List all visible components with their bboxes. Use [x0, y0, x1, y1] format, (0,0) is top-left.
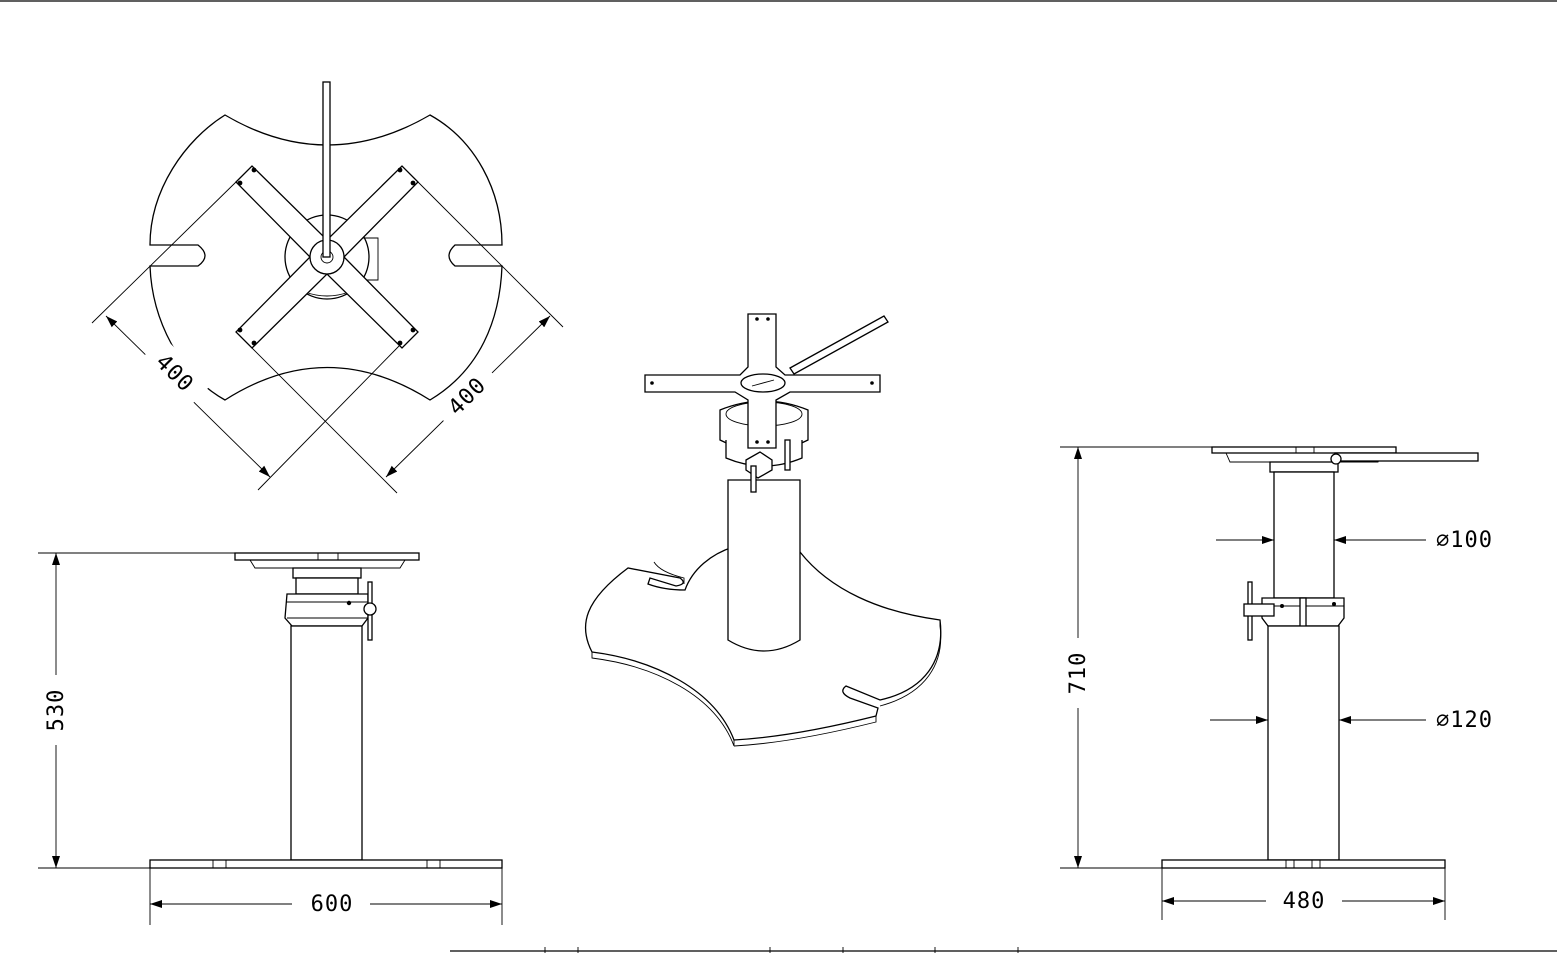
side-view-lever-rod	[1334, 452, 1479, 462]
isometric-view	[584, 313, 942, 747]
dim-label-front-height: 530	[44, 689, 69, 732]
side-view-lower-column	[1267, 625, 1340, 861]
front-view-base	[149, 859, 503, 869]
dim-label-front-base-width: 600	[311, 892, 354, 917]
front-view-top-plate	[234, 552, 420, 561]
iso-column	[727, 479, 801, 652]
side-view-top-plate	[1211, 446, 1397, 454]
dim-label-side-base-width: 480	[1283, 889, 1326, 914]
dim-label-side-lower-diameter: ∅120	[1436, 708, 1493, 733]
dim-label-side-height: 710	[1066, 652, 1091, 695]
side-view-base	[1161, 859, 1446, 869]
front-view-column	[290, 625, 363, 861]
side-view: 710 ∅100 ∅120 480	[1060, 446, 1493, 920]
title-block-edge	[450, 947, 1557, 953]
front-view: 530 600	[38, 552, 503, 925]
front-view-clamp-collar	[284, 593, 369, 627]
top-view: 400 400	[91, 81, 564, 494]
side-view-upper-column	[1273, 471, 1335, 599]
top-view-lever-rod	[322, 81, 331, 258]
dim-label-side-upper-diameter: ∅100	[1436, 528, 1493, 553]
